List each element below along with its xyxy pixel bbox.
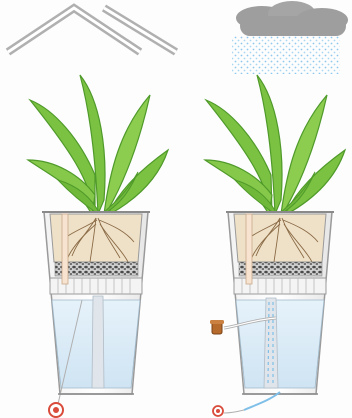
rain-cloud-icon — [232, 1, 348, 74]
outdoor-scene — [205, 1, 348, 416]
plant-left — [28, 75, 168, 215]
roof-icon — [8, 8, 176, 52]
water-reservoir — [236, 300, 324, 388]
pot-right — [224, 212, 334, 413]
water-level-indicator-icon — [49, 403, 63, 417]
water-level-tube — [62, 214, 68, 284]
pot-left — [42, 212, 150, 404]
rain-icon — [232, 36, 340, 74]
indoor-scene — [8, 8, 176, 417]
water-level-tube — [246, 214, 252, 284]
overflow-indicator-icon — [213, 406, 223, 416]
plant-right — [205, 75, 345, 215]
drain-plug-icon — [210, 320, 224, 334]
